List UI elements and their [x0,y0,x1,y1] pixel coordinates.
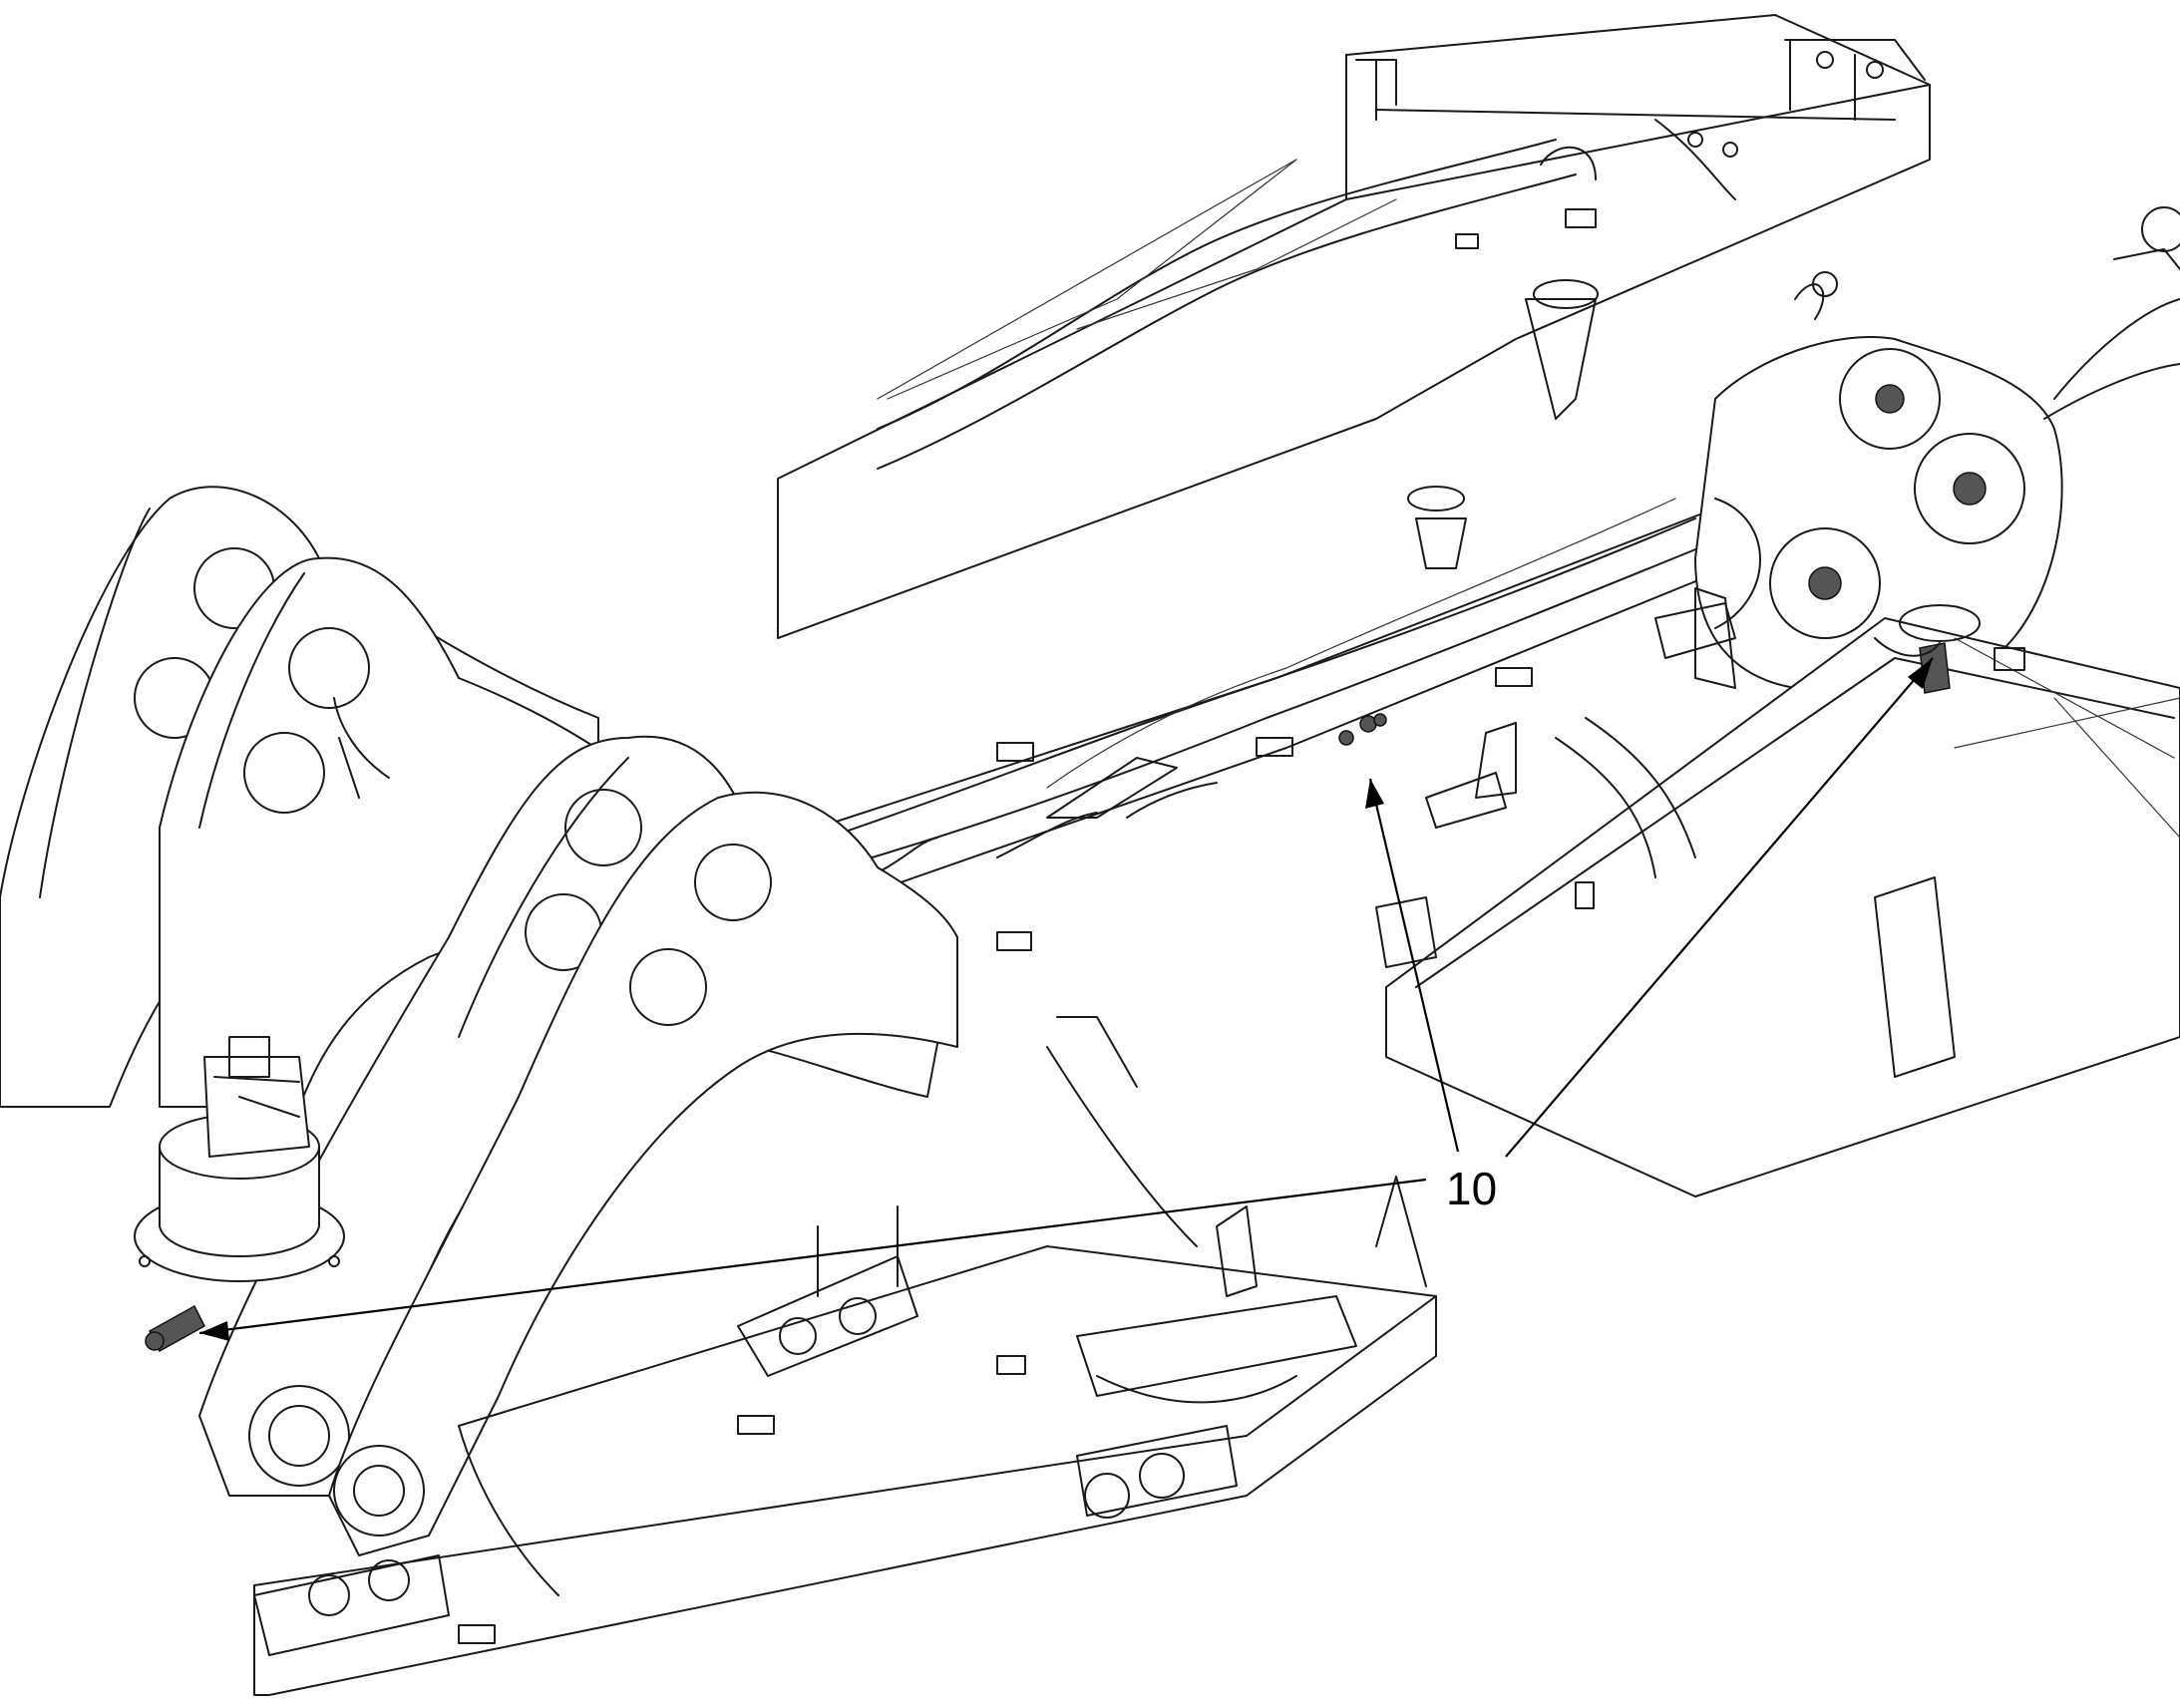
travel-motor [134,1036,345,1282]
callout-part-connector-left [145,1304,205,1353]
arrowhead-left [199,1321,229,1341]
callout-part-valve-right [1874,604,1981,694]
arrowhead-right [1908,658,1933,689]
drive-gearbox [1654,206,2180,693]
callout-part-fittings-center [1338,713,1387,746]
leader-line-to-valve-right [1505,657,1934,1158]
frame-detail-blocks [458,208,2025,1644]
arrowhead-center [1365,779,1384,809]
leader-line-to-fittings-center [1368,778,1460,1153]
front-lower-frame [253,1016,1437,1696]
leader-lines [198,657,1934,1341]
front-right-frame [1375,498,2180,1197]
boom-plate-arm-outer [328,791,958,1556]
rear-frame-beam [777,14,1931,639]
leader-line-to-connector-left [198,1178,1427,1335]
callout-number: 10 [1446,1163,1497,1214]
